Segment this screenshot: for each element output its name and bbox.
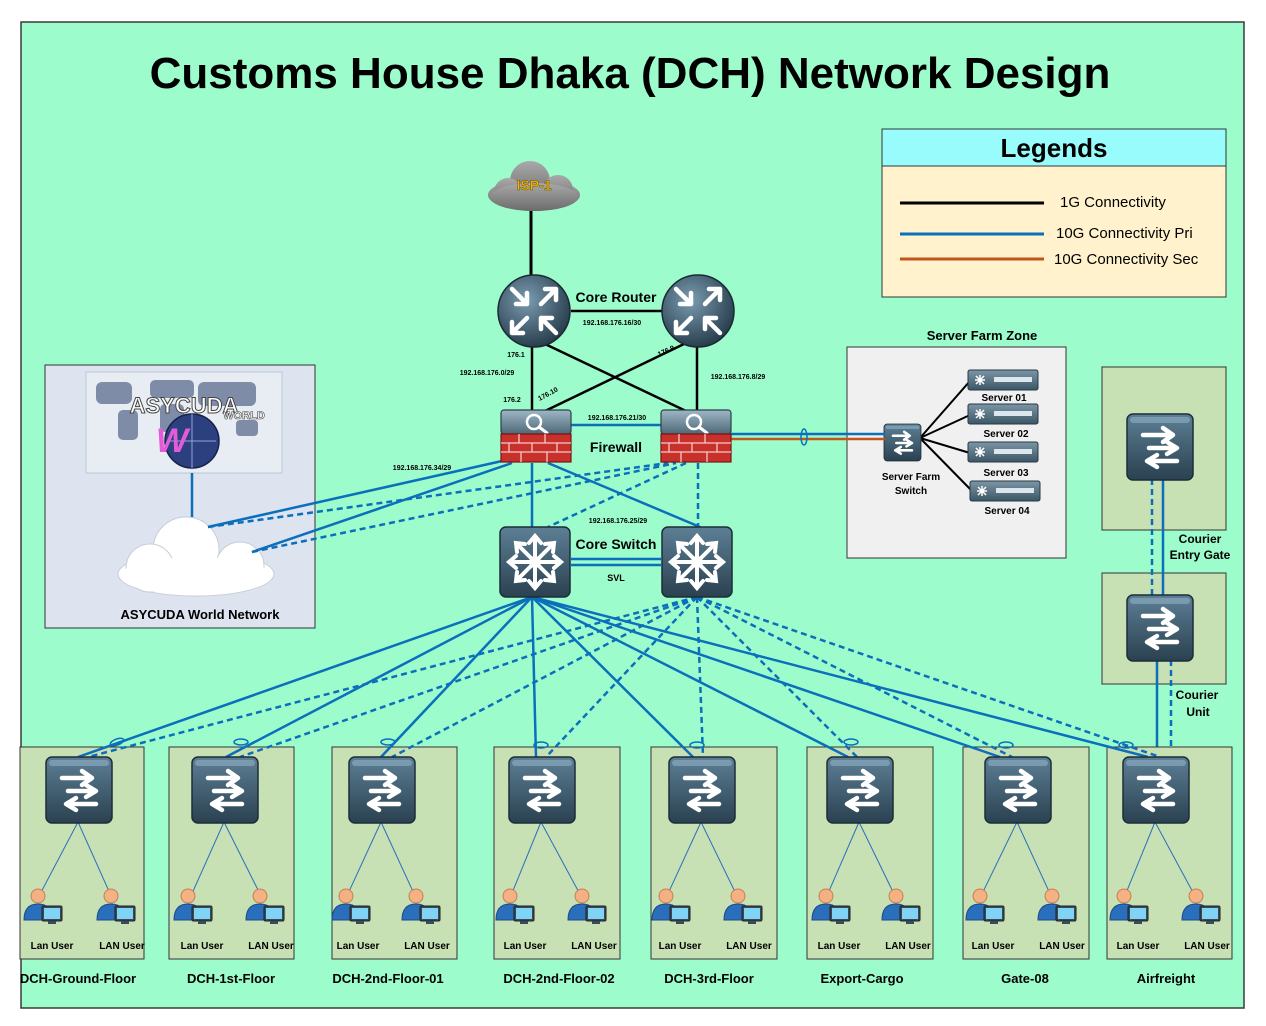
svl-label: SVL <box>607 573 625 583</box>
lan-user-label-left: Lan User <box>31 941 74 952</box>
access-switch-icon <box>46 757 112 823</box>
server-04-icon <box>969 480 1041 502</box>
server-04-label: Server 04 <box>984 506 1029 517</box>
asycuda-w-mark: W <box>156 422 191 460</box>
asycuda-zone: ASYCUDA WORLD W ASYCUDA World Network <box>44 364 316 629</box>
access-switch-icon <box>192 757 258 823</box>
fw1-port-label: 176.2 <box>503 397 521 404</box>
server-farm-switch-label-2: Switch <box>895 486 927 497</box>
access-zone-name: DCH-2nd-Floor-02 <box>503 971 614 986</box>
lan-user-label-right: LAN User <box>99 941 145 952</box>
asycuda-logo-text: ASYCUDA <box>130 393 239 418</box>
access-zone-name: DCH-3rd-Floor <box>664 971 754 986</box>
legend-label-1g: 1G Connectivity <box>1060 194 1166 211</box>
server-03-icon <box>967 441 1039 463</box>
page-title: Customs House Dhaka (DCH) Network Design <box>150 49 1111 98</box>
server-01-icon <box>967 369 1039 391</box>
access-zone-name: DCH-2nd-Floor-01 <box>332 971 443 986</box>
server-farm-zone-label: Server Farm Zone <box>927 328 1038 343</box>
courier-zones: Courier Entry Gate Courier Unit <box>1101 366 1231 758</box>
lan-user-label-left: Lan User <box>818 941 861 952</box>
core-switch-2-icon <box>660 525 734 599</box>
access-zone-name: Gate-08 <box>1001 971 1049 986</box>
lan-user-label-right: LAN User <box>1184 941 1230 952</box>
links <box>37 207 1197 899</box>
lan-user-label-right: LAN User <box>248 941 294 952</box>
courier-entry-gate-label-2: Entry Gate <box>1170 548 1231 562</box>
isp-cloud-icon: ISP-1 <box>488 161 580 211</box>
legend: Legends 1G Connectivity 10G Connectivity… <box>881 128 1227 298</box>
firewall-subnet: 192.168.176.21/30 <box>588 415 646 422</box>
core-switch-subnet: 192.168.176.25/29 <box>589 518 647 525</box>
firewall-2-icon <box>659 408 733 464</box>
courier-unit-switch-icon <box>1127 595 1193 661</box>
server-02-label: Server 02 <box>983 429 1028 440</box>
access-switch-icon <box>349 757 415 823</box>
access-switch-icon <box>509 757 575 823</box>
core-switch-label: Core Switch <box>576 536 657 552</box>
access-switch-icon <box>1123 757 1189 823</box>
courier-unit-label-2: Unit <box>1186 705 1209 719</box>
courier-unit-label-1: Courier <box>1176 688 1219 702</box>
core-router-label: Core Router <box>576 289 657 305</box>
core-router-1-icon <box>498 275 570 347</box>
lan-user-label-right: LAN User <box>404 941 450 952</box>
lan-user-label-right: LAN User <box>726 941 772 952</box>
legend-label-10g-sec: 10G Connectivity Sec <box>1054 251 1199 268</box>
lan-user-label-left: Lan User <box>181 941 224 952</box>
courier-entry-gate-switch-icon <box>1127 414 1193 480</box>
r1-port-label: 176.1 <box>507 352 525 359</box>
legend-label-10g-pri: 10G Connectivity Pri <box>1056 225 1193 242</box>
access-zone-name: DCH-1st-Floor <box>187 971 275 986</box>
server-farm-switch-icon <box>882 422 923 463</box>
asycuda-network-label: ASYCUDA World Network <box>121 607 281 622</box>
core-router-subnet: 192.168.176.16/30 <box>583 320 641 327</box>
lan-user-label-right: LAN User <box>885 941 931 952</box>
access-zone-name: Airfreight <box>1137 971 1196 986</box>
courier-entry-gate-label-1: Courier <box>1179 532 1222 546</box>
server-farm-zone: Server Farm Zone Server 01 Server 02 Ser… <box>846 328 1067 559</box>
lan-user-label-left: Lan User <box>504 941 547 952</box>
lan-user-label-left: Lan User <box>1117 941 1160 952</box>
firewall-label: Firewall <box>590 439 642 455</box>
access-switch-icon <box>985 757 1051 823</box>
left-subnet-label: 192.168.176.0/29 <box>460 370 515 377</box>
lan-user-label-left: Lan User <box>659 941 702 952</box>
right-subnet-label: 192.168.176.8/29 <box>711 374 766 381</box>
lan-user-label-right: LAN User <box>1039 941 1085 952</box>
lan-user-label-left: Lan User <box>337 941 380 952</box>
core-router-2-icon <box>662 275 734 347</box>
asycuda-cloud-icon <box>117 516 275 597</box>
asycuda-logo-sub: WORLD <box>223 410 265 422</box>
server-01-label: Server 01 <box>981 393 1026 404</box>
server-03-label: Server 03 <box>983 468 1028 479</box>
asycuda-subnet-label: 192.168.176.34/29 <box>393 465 451 472</box>
legend-title: Legends <box>1001 133 1108 163</box>
core-switch-1-icon <box>498 525 572 599</box>
isp-label: ISP-1 <box>516 177 551 193</box>
lan-user-label-left: Lan User <box>972 941 1015 952</box>
access-switch-icon <box>669 757 735 823</box>
access-zone-name: DCH-Ground-Floor <box>20 971 136 986</box>
lan-user-label-right: LAN User <box>571 941 617 952</box>
server-02-icon <box>967 403 1039 425</box>
access-switch-icon <box>827 757 893 823</box>
server-farm-switch-label-1: Server Farm <box>882 472 940 483</box>
access-zone-name: Export-Cargo <box>820 971 903 986</box>
firewall-1-icon <box>499 408 573 464</box>
